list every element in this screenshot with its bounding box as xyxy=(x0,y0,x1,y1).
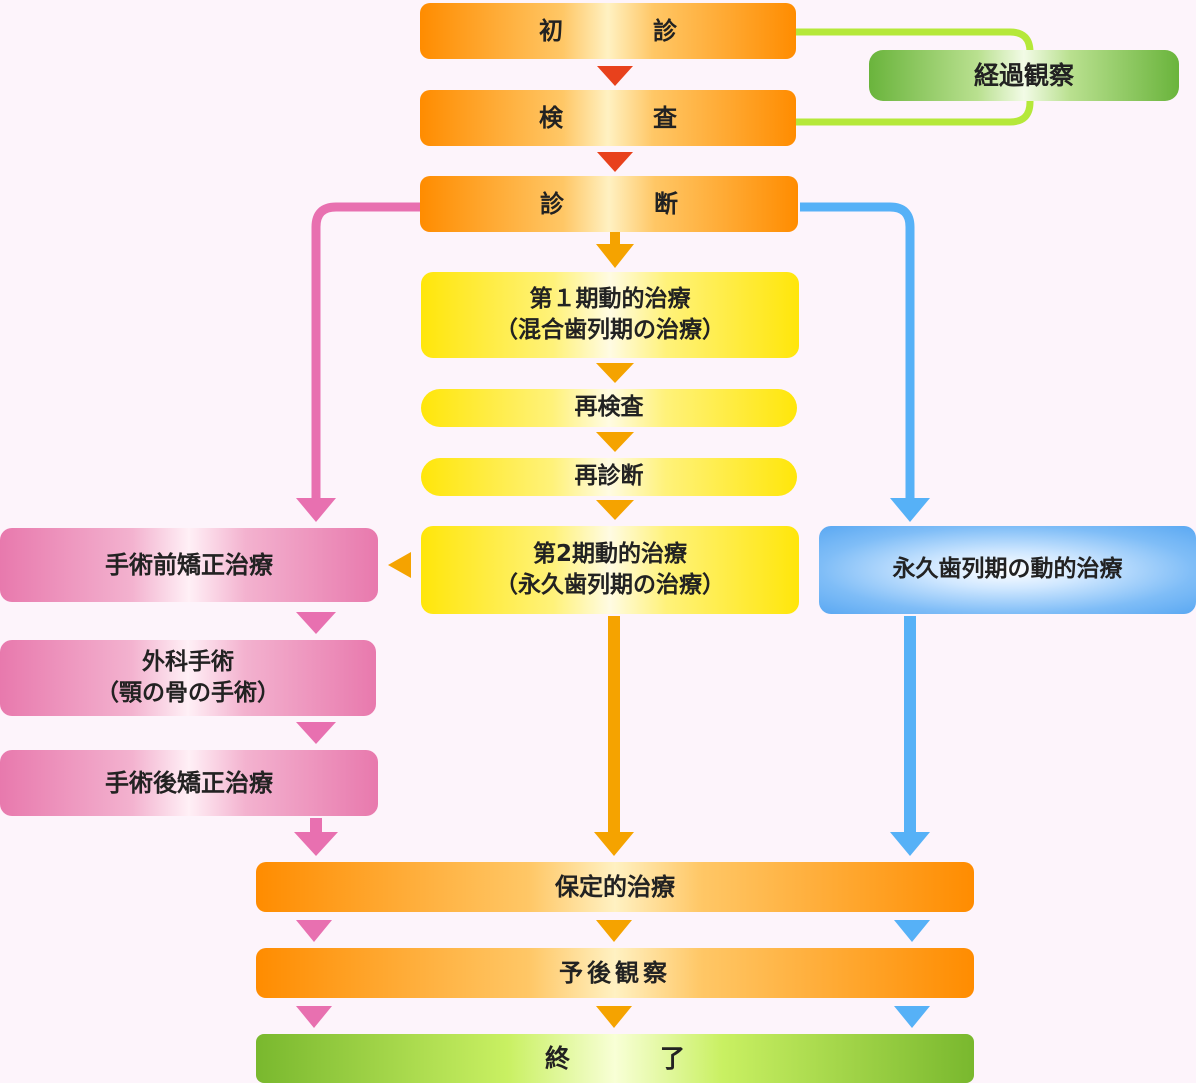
arrow-post-surgery-to-retention xyxy=(294,832,338,856)
step-reexamination: 再検査 xyxy=(421,389,797,427)
step-retention-label: 保定的治療 xyxy=(555,872,675,901)
connector-permanent-to-retention xyxy=(904,616,916,834)
step-end: 終 了 xyxy=(256,1034,974,1083)
arrow-exam-to-diagnosis xyxy=(597,152,633,172)
arrow-followup-to-end-right xyxy=(894,1006,930,1028)
step-reexam-label: 再検査 xyxy=(574,394,644,421)
connector-observation-to-exam xyxy=(796,92,1034,126)
step-rediagnosis-label: 再診断 xyxy=(574,463,644,490)
step-initial-char-1: 初 xyxy=(539,16,563,45)
step-phase2-treatment: 第2期動的治療 （永久歯列期の治療） xyxy=(421,526,799,614)
step-observation: 経過観察 xyxy=(869,50,1179,101)
arrow-surgery-to-post-surgery xyxy=(296,722,336,744)
step-surgery-title: 外科手術 xyxy=(142,648,234,675)
step-followup-label: 予後観察 xyxy=(559,958,671,987)
connector-diagnosis-to-blue xyxy=(800,202,915,500)
step-phase1-treatment: 第１期動的治療 （混合歯列期の治療） xyxy=(421,272,799,358)
step-diagnosis-char-2: 断 xyxy=(654,189,678,218)
step-post-surgery-label: 手術後矯正治療 xyxy=(105,768,273,797)
arrow-initial-to-exam xyxy=(597,66,633,86)
step-followup: 予後観察 xyxy=(256,948,974,998)
step-retention: 保定的治療 xyxy=(256,862,974,912)
step-phase1-title: 第１期動的治療 xyxy=(529,285,691,312)
step-surgery-subtitle: （顎の骨の手術） xyxy=(96,680,280,706)
arrow-retention-to-followup-center xyxy=(596,920,632,942)
arrow-to-retention xyxy=(594,832,634,856)
arrow-retention-to-followup-left xyxy=(296,920,332,942)
arrow-phase2-to-pre-surgery xyxy=(388,552,411,578)
step-permanent-dentition-treatment: 永久歯列期の動的治療 xyxy=(819,526,1196,614)
arrow-followup-to-end-left xyxy=(296,1006,332,1028)
arrow-to-reexam xyxy=(596,363,634,383)
step-phase2-title: 第2期動的治療 xyxy=(532,540,687,567)
step-initial-consultation: 初 診 xyxy=(420,3,796,59)
step-end-char-2: 了 xyxy=(660,1043,686,1073)
step-examination: 検 査 xyxy=(420,90,796,146)
connector-diagnosis-to-pink xyxy=(311,202,424,500)
step-phase1-subtitle: （混合歯列期の治療） xyxy=(495,317,725,343)
connector-phase2-to-retention xyxy=(608,616,620,834)
connector-post-surgery-to-retention xyxy=(310,818,322,834)
step-post-surgery-orthodontics: 手術後矯正治療 xyxy=(0,750,378,816)
arrow-to-pre-surgery xyxy=(296,498,336,522)
arrow-followup-to-end-center xyxy=(596,1006,632,1028)
arrow-retention-to-followup-right xyxy=(894,920,930,942)
arrow-to-phase1 xyxy=(596,244,634,268)
step-rediagnosis: 再診断 xyxy=(421,458,797,496)
step-pre-surgery-label: 手術前矯正治療 xyxy=(105,550,273,579)
step-phase2-subtitle: （永久歯列期の治療） xyxy=(495,572,725,598)
step-pre-surgery-orthodontics: 手術前矯正治療 xyxy=(0,528,378,602)
arrow-to-rediagnosis xyxy=(596,432,634,452)
step-permanent-label: 永久歯列期の動的治療 xyxy=(892,556,1123,583)
arrow-permanent-to-retention xyxy=(890,832,930,856)
arrow-to-phase2 xyxy=(596,500,634,520)
step-end-char-1: 終 xyxy=(544,1043,570,1073)
step-diagnosis: 診 断 xyxy=(420,176,798,232)
step-surgery: 外科手術 （顎の骨の手術） xyxy=(0,640,376,716)
step-exam-char-2: 査 xyxy=(653,103,677,132)
step-observation-label: 経過観察 xyxy=(973,60,1074,90)
step-exam-char-1: 検 xyxy=(539,103,563,132)
connector-diagnosis-to-phase1 xyxy=(610,232,620,246)
step-diagnosis-char-1: 診 xyxy=(540,189,564,218)
arrow-to-permanent xyxy=(890,498,930,522)
arrow-pre-surgery-to-surgery xyxy=(296,612,336,634)
step-initial-char-2: 診 xyxy=(653,16,677,45)
